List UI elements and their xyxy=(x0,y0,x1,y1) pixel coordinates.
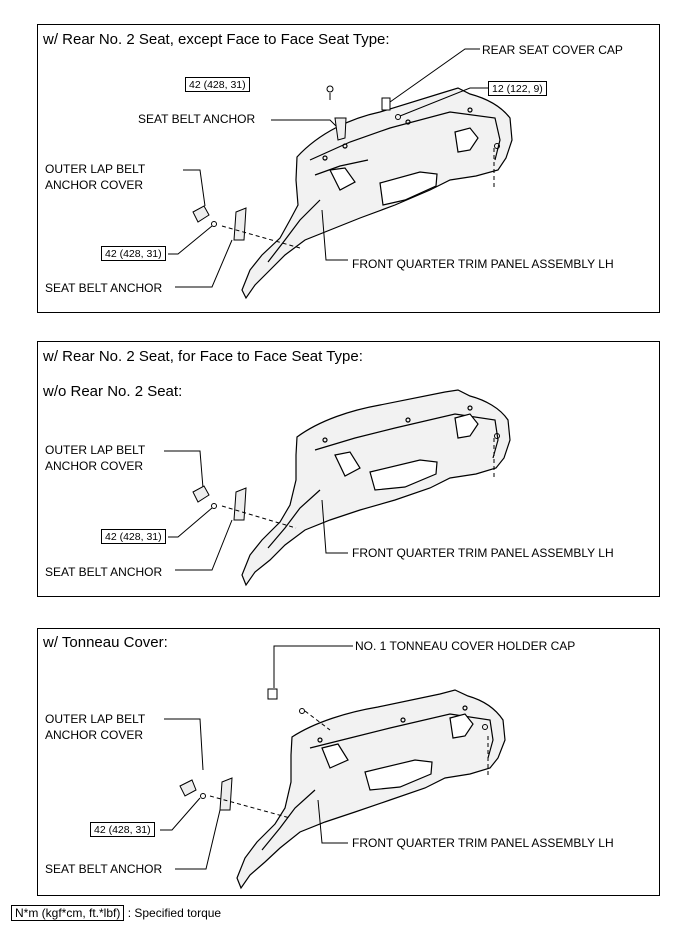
panel-2-callouts xyxy=(164,433,500,571)
trim-panel-2 xyxy=(241,389,511,587)
panel-3-callouts xyxy=(160,645,489,870)
label-rear-seat-cover-cap: REAR SEAT COVER CAP xyxy=(482,43,623,57)
diagram-panel-3 xyxy=(37,628,660,896)
label-outer-lap-belt-cover-line2: ANCHOR COVER xyxy=(45,728,144,742)
label-outer-lap-belt-cover-line1: OUTER LAP BELT xyxy=(45,443,146,457)
torque-box-upper-anchor: 42 (428, 31) xyxy=(185,77,250,92)
diagram-panel-1 xyxy=(37,24,660,313)
label-front-quarter-trim: FRONT QUARTER TRIM PANEL ASSEMBLY LH xyxy=(352,257,614,271)
label-outer-lap-belt-cover-line1: OUTER LAP BELT xyxy=(45,712,146,726)
torque-legend-text: : Specified torque xyxy=(127,906,222,920)
diagram-panel-2 xyxy=(37,341,660,597)
label-seat-belt-anchor-lower: SEAT BELT ANCHOR xyxy=(45,565,163,579)
panel-1-callouts xyxy=(168,48,500,288)
label-front-quarter-trim: FRONT QUARTER TRIM PANEL ASSEMBLY LH xyxy=(352,546,614,560)
torque-box-lower-anchor: 42 (428, 31) xyxy=(101,246,166,261)
label-seat-belt-anchor-upper: SEAT BELT ANCHOR xyxy=(138,112,256,126)
torque-unit-box: N*m (kgf*cm, ft.*lbf) xyxy=(11,905,125,921)
panel-1-title: w/ Rear No. 2 Seat, except Face to Face … xyxy=(43,31,390,48)
trim-panel-3 xyxy=(236,689,506,890)
label-seat-belt-anchor-lower: SEAT BELT ANCHOR xyxy=(45,862,163,876)
torque-box-cover-cap: 12 (122, 9) xyxy=(488,81,547,96)
torque-box-lower-anchor: 42 (428, 31) xyxy=(101,529,166,544)
label-outer-lap-belt-cover-line2: ANCHOR COVER xyxy=(45,459,144,473)
label-outer-lap-belt-cover-line1: OUTER LAP BELT xyxy=(45,162,146,176)
torque-legend: N*m (kgf*cm, ft.*lbf) : Specified torque xyxy=(11,905,222,921)
panel-3-title: w/ Tonneau Cover: xyxy=(43,634,168,651)
label-front-quarter-trim: FRONT QUARTER TRIM PANEL ASSEMBLY LH xyxy=(352,836,614,850)
torque-box-lower-anchor: 42 (428, 31) xyxy=(90,822,155,837)
panel-2-subtitle: w/o Rear No. 2 Seat: xyxy=(43,383,183,400)
label-tonneau-cover-holder-cap: NO. 1 TONNEAU COVER HOLDER CAP xyxy=(355,639,576,653)
label-outer-lap-belt-cover-line2: ANCHOR COVER xyxy=(45,178,144,192)
trim-panel-1 xyxy=(241,87,513,300)
label-seat-belt-anchor-lower: SEAT BELT ANCHOR xyxy=(45,281,163,295)
panel-2-title: w/ Rear No. 2 Seat, for Face to Face Sea… xyxy=(43,348,363,365)
